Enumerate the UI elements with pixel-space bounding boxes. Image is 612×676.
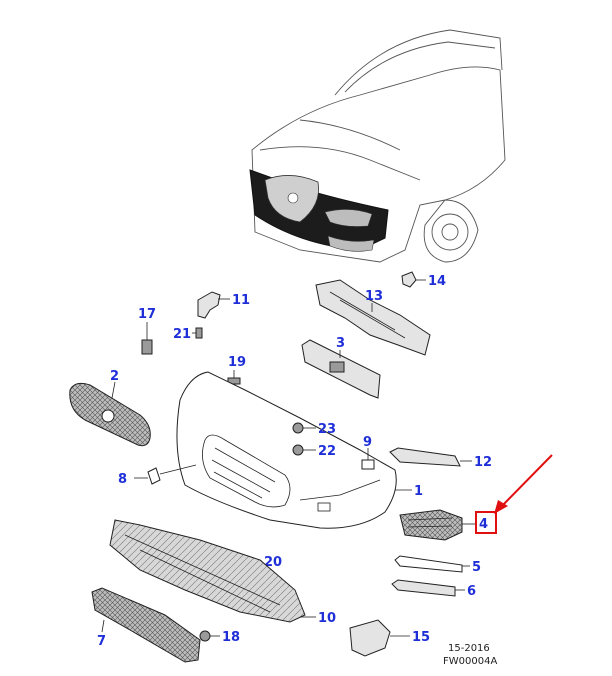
part-3-licence-bracket: 3: [301, 336, 381, 399]
part-7-lower-grille: 7: [91, 587, 201, 663]
callout-1: 1: [414, 484, 423, 499]
callout-17: 17: [138, 307, 156, 322]
part-11-bracket: 11: [197, 291, 250, 319]
part-15-bracket: 15: [349, 619, 430, 657]
part-13-bracket: 13: [315, 279, 431, 356]
part-4-side-grille: 4: [399, 454, 553, 541]
reference-date-code: 15-2016: [448, 643, 490, 654]
callout-6: 6: [467, 584, 476, 599]
callout-2: 2: [110, 369, 119, 384]
reference-figure-code: FW00004A: [443, 656, 497, 667]
callout-15: 15: [412, 630, 430, 645]
red-arrow-icon: [499, 454, 553, 509]
callout-8: 8: [118, 472, 127, 487]
red-arrowhead-icon: [494, 500, 508, 514]
car-overview-illustration: [249, 29, 506, 263]
callout-20: 20: [264, 555, 282, 570]
part-12-trim: 12: [389, 447, 492, 470]
part-5-trim: 5: [394, 555, 481, 575]
part-14-clip: 14: [401, 271, 446, 289]
callout-19: 19: [228, 355, 246, 370]
callout-7: 7: [97, 634, 106, 649]
callout-12: 12: [474, 455, 492, 470]
part-22-fastener: 22: [292, 444, 336, 459]
callout-13: 13: [365, 289, 383, 304]
part-9-cover: 9: [361, 435, 375, 470]
part-18-fastener: 18: [199, 630, 240, 645]
callout-4-highlight-box: [475, 511, 497, 534]
part-17-bracket: 17: [138, 307, 156, 355]
callout-22: 22: [318, 444, 336, 459]
callout-5: 5: [472, 560, 481, 575]
callout-4: 4: [479, 517, 488, 532]
part-1-bumper-cover: 1: [176, 371, 423, 529]
part-23-fastener: 23: [292, 422, 336, 437]
part-10-undertray: 10: [109, 519, 336, 626]
callout-11: 11: [232, 293, 250, 308]
callout-23: 23: [318, 422, 336, 437]
part-19-fastener: 19: [227, 355, 246, 385]
callout-21: 21: [173, 327, 191, 342]
callout-9: 9: [363, 435, 372, 450]
part-8-clip: 8: [118, 464, 197, 487]
callout-14: 14: [428, 274, 446, 289]
part-2-grille: 2: [69, 369, 151, 447]
part-21-screw: 21: [173, 327, 203, 342]
part-6-trim: 6: [391, 579, 476, 599]
callout-10: 10: [318, 611, 336, 626]
callout-18: 18: [222, 630, 240, 645]
callout-3: 3: [336, 336, 345, 351]
